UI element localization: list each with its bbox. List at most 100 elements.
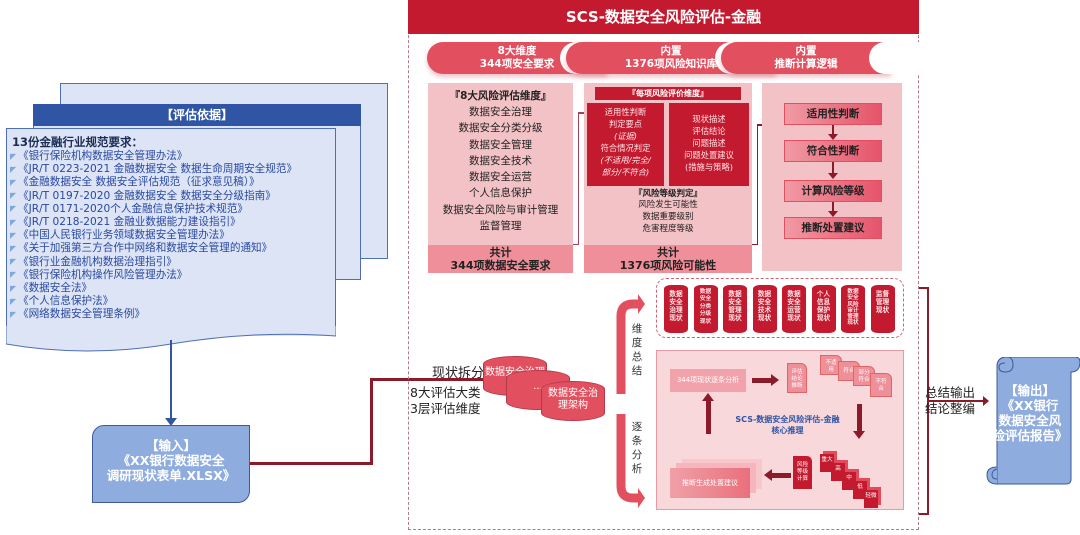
- analysis-arrow: [616, 414, 641, 503]
- basis-item: ◤《关于加强第三方合作中网络和数据安全管理的通知》: [10, 242, 273, 255]
- arrow-down-icon: [165, 418, 177, 426]
- bullet-icon: ◤: [10, 191, 17, 201]
- arrow-down-icon: [853, 404, 865, 439]
- status-cylinder: 监督管理现状: [870, 285, 895, 333]
- step-conformance: 符合性判断: [784, 140, 882, 162]
- status-cylinder: 个人信息保护现状: [811, 285, 836, 333]
- feature-pill-inference: 内置 推断计算逻辑: [721, 42, 891, 74]
- dimension-item: 个人信息保护: [469, 187, 532, 200]
- basis-doc-front-sheet: [6, 128, 336, 336]
- output-report-title: 【输出】 《XX银行 数据安全风 险评估报告》: [992, 383, 1068, 443]
- connector-arrow-head: [578, 112, 586, 114]
- evaluation-heading: 『每项风险评价维度』: [595, 87, 741, 100]
- dimensions-heading: 『8大风险评估维度』: [449, 90, 552, 102]
- analysis-label: 逐 条 分 析: [631, 421, 643, 475]
- summary-label: 维 度 总 结: [631, 323, 643, 377]
- basis-item: ◤《金融数据安全 数据安全评估规范（征求意见稿）》: [10, 176, 260, 189]
- dimensions-total: 共计 344项数据安全要求: [428, 245, 573, 273]
- risk-calc-doc: 风险 等级 计算: [793, 456, 812, 489]
- bullet-icon: ◤: [10, 296, 17, 306]
- evaluation-to-steps-connector: [752, 124, 758, 245]
- dimensions-panel: [428, 83, 573, 273]
- bullet-icon: ◤: [10, 283, 17, 293]
- basis-list: ◤《银行保险机构数据安全管理办法》 ◤《JR/T 0223-2021 金融数据安…: [10, 150, 340, 322]
- status-split-label: 现状拆分: [432, 366, 485, 381]
- risk-level-list: 风险发生可能性 数据重要级别 危害程度等级: [584, 199, 752, 236]
- basis-item: ◤《银行保险机构数据安全管理办法》: [10, 150, 188, 162]
- step-applicability: 适用性判断: [784, 103, 882, 125]
- risk-level-cube: 中: [842, 472, 856, 490]
- input-connector-segment: [250, 462, 372, 465]
- evaluation-total: 共计 1376项风险可能性: [584, 245, 752, 273]
- evaluation-result-box: 现状描述 评估结论 问题描述 问题处置建议 (措施与策略): [669, 103, 749, 186]
- status-cylinder: 数据安全分类分级现状: [693, 285, 718, 333]
- dimension-item: 数据安全管理: [469, 138, 532, 151]
- status-cylinder: 数据安全治理现状: [664, 285, 688, 333]
- arrow-right-icon: [638, 294, 645, 314]
- bullet-icon: ◤: [10, 164, 17, 174]
- step-suggestion: 推断处置建议: [784, 217, 882, 239]
- arrow-right-icon: [752, 374, 779, 386]
- step-risk-level: 计算风险等级: [784, 180, 882, 202]
- evaluation-judgement-box: 适用性判断 判定要点 (证据) 符合情况判定 (不适用/完全/ 部分/不符合): [587, 103, 664, 186]
- basis-header: 【评估依据】: [33, 104, 361, 126]
- dimension-item: 数据安全运营: [469, 171, 532, 184]
- bullet-icon: ◤: [10, 257, 17, 267]
- bullet-icon: ◤: [10, 151, 17, 161]
- basis-item: ◤《银行保险机构操作风险管理办法》: [10, 268, 188, 281]
- core-inference-title: SCS-数据安全风险评估-金融 核心推理: [735, 415, 840, 435]
- dimensions-list: 数据安全治理 数据安全分类分级 数据安全管理 数据安全技术 数据安全运营 个人信…: [428, 104, 573, 234]
- category-cylinder: 数据安全治 理架构: [541, 381, 605, 421]
- risk-level-cube: 重大: [820, 454, 834, 472]
- arrow-left-icon: [764, 469, 791, 481]
- input-connector-segment: [370, 378, 373, 465]
- basis-item: ◤《银行业金融机构数据治理指引》: [10, 255, 177, 268]
- risk-level-item: 风险发生可能性: [638, 200, 698, 210]
- bullet-icon: ◤: [10, 270, 17, 280]
- status-cylinder: 数据安全运营现状: [782, 285, 806, 333]
- status-split-description: 8大评估大类 3层评估维度: [410, 385, 481, 416]
- basis-item: ◤《中国人民银行业务领域数据安全管理办法》: [10, 229, 230, 242]
- risk-level-cube: 高: [831, 463, 845, 481]
- arrow-down-icon: [828, 202, 838, 217]
- conformance-doc: 不符 合: [870, 373, 892, 397]
- risk-level-item: 数据重要级别: [642, 212, 694, 223]
- summary-arrow: [616, 299, 641, 394]
- bullet-icon: ◤: [10, 178, 17, 187]
- status-cylinder: 数据安全风险审计管理现状: [841, 285, 865, 333]
- pill-separator: [869, 42, 919, 74]
- status-cylinder: 数据安全技术现状: [752, 285, 777, 333]
- arrow-up-icon: [702, 393, 714, 434]
- bullet-icon: ◤: [10, 310, 17, 320]
- output-bracket: [919, 287, 929, 515]
- risk-level-cube: 轻微: [864, 490, 878, 508]
- input-file-box: 【输入】 《XX银行数据安全 调研现状表单.XLSX》: [92, 425, 250, 503]
- bullet-icon: ◤: [10, 244, 17, 254]
- arrow-right-icon: [638, 488, 645, 508]
- item-analysis-box: 344项现状逐条分析: [670, 369, 746, 392]
- main-title: SCS-数据安全风险评估-金融: [408, 0, 919, 34]
- basis-item: ◤《个人信息保护法》: [10, 295, 114, 308]
- bullet-icon: ◤: [10, 204, 17, 214]
- basis-title: 13份金融行业规范要求：: [12, 135, 144, 149]
- output-report-scroll: [986, 357, 1080, 485]
- bullet-icon: ◤: [10, 217, 17, 227]
- basis-item: ◤《网络数据安全管理条例》: [10, 308, 146, 321]
- basis-item: ◤《JR/T 0171-2020个人金融信息保护技术规范》: [10, 202, 248, 215]
- risk-level-heading: 『风险等级判定』: [633, 189, 702, 199]
- output-label: 总结输出 结论整编: [925, 385, 976, 416]
- basis-to-input-connector: [170, 340, 172, 420]
- dimension-item: 数据安全风险与审计管理: [442, 203, 559, 216]
- dimension-item: 数据安全分类分级: [458, 122, 543, 135]
- dimensions-to-evaluation-connector: [573, 112, 579, 245]
- eval-conclusion-doc: 评估 结论 推断: [787, 363, 807, 393]
- arrow-down-icon: [828, 162, 838, 179]
- basis-item: ◤《JR/T 0197-2020 金融数据安全 数据安全分级指南》: [10, 189, 276, 202]
- split-flow-arrows: [616, 294, 645, 508]
- status-cylinders-group: [656, 278, 904, 338]
- arrow-right-icon: [929, 396, 989, 406]
- risk-level-cube: 低: [853, 481, 867, 499]
- suggestion-box: 推断生成处置建议: [670, 468, 750, 498]
- arrow-down-icon: [828, 125, 838, 140]
- connector-arrow-head: [757, 124, 765, 126]
